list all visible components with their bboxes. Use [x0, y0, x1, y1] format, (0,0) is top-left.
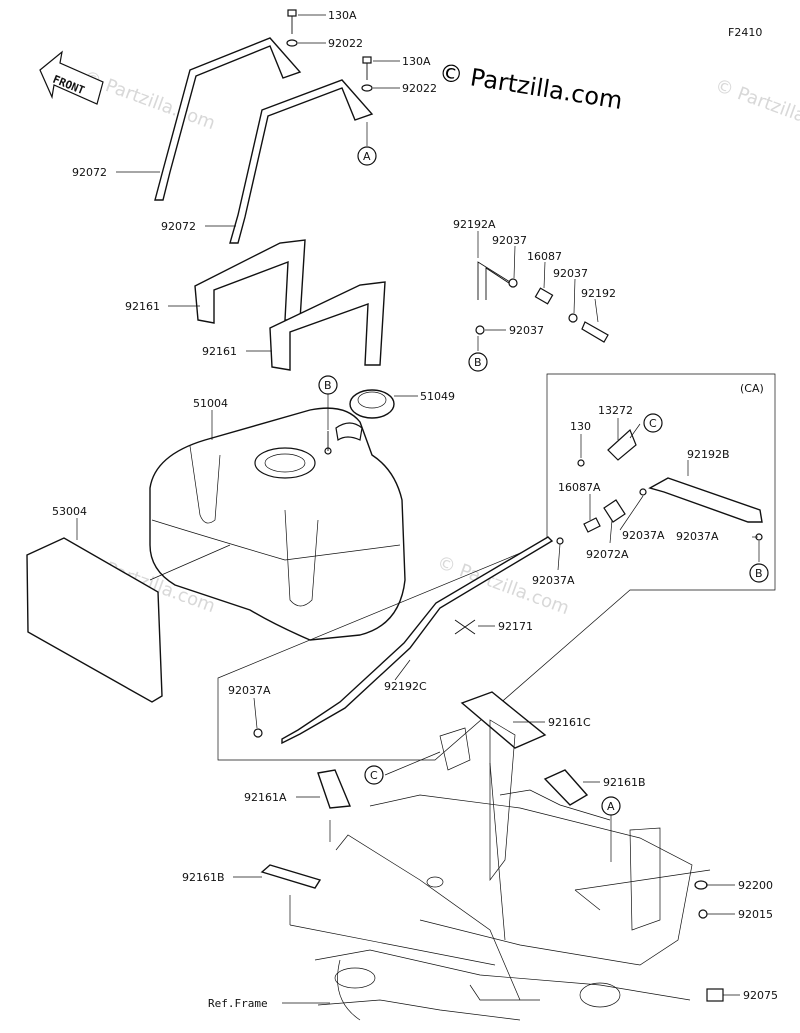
callout-51049: 51049	[420, 390, 455, 403]
pad-92161b-lower	[260, 864, 322, 889]
bolt-130a-left	[286, 9, 326, 47]
ref-marker-b-tank: B	[318, 375, 338, 395]
long-hose	[281, 536, 554, 745]
callout-92072a: 92072A	[586, 548, 629, 561]
pad-92161a	[317, 769, 352, 809]
callout-92161: 92161	[125, 300, 160, 313]
ref-marker-a-frame: A	[601, 796, 621, 816]
ref-letter: A	[607, 800, 615, 813]
callout-92192a: 92192A	[453, 218, 496, 231]
callout-92022: 92022	[328, 37, 363, 50]
callout-92037: 92037	[509, 324, 544, 337]
ref-letter: A	[363, 150, 371, 163]
breather-hose-set	[475, 261, 609, 343]
callout-16087a: 16087A	[558, 481, 601, 494]
ref-letter: B	[324, 379, 332, 392]
ref-marker-b-hose: B	[468, 352, 488, 372]
clamp-92037a-lower	[253, 728, 263, 738]
ref-marker-c-ca: C	[643, 413, 663, 433]
callout-130: 130	[570, 420, 591, 433]
callout-16087: 16087	[527, 250, 562, 263]
front-arrow-icon: FRONT	[39, 50, 104, 105]
ghost-watermark-1: © Partzilla.com	[80, 67, 218, 134]
tank-strap-front	[154, 37, 302, 201]
watermark: © Partzilla.com	[437, 58, 624, 115]
callout-130a: 130A	[402, 55, 431, 68]
ref-marker-a-top: A	[357, 146, 377, 166]
pad-92161b-upper	[543, 769, 589, 806]
callout-92192: 92192	[581, 287, 616, 300]
callout-92015: 92015	[738, 908, 773, 921]
ca-label: (CA)	[740, 382, 764, 395]
callout-92037a: 92037A	[622, 529, 665, 542]
callout-92161c: 92161C	[548, 716, 591, 729]
callout-92072: 92072	[161, 220, 196, 233]
ref-frame-label: Ref.Frame	[208, 997, 268, 1010]
callout-92037: 92037	[553, 267, 588, 280]
ref-letter: B	[474, 356, 482, 369]
ref-letter: C	[370, 769, 378, 782]
callout-92200: 92200	[738, 879, 773, 892]
callout-92161b: 92161B	[182, 871, 225, 884]
nut-92015	[698, 909, 708, 919]
callout-51004: 51004	[193, 397, 228, 410]
callout-92022: 92022	[402, 82, 437, 95]
callout-92171: 92171	[498, 620, 533, 633]
washer-92200	[694, 880, 708, 890]
callout-92192c: 92192C	[384, 680, 427, 693]
ref-marker-b-ca: B	[749, 563, 769, 583]
callout-13272: 13272	[598, 404, 633, 417]
callout-92161a: 92161A	[244, 791, 287, 804]
ref-letter: C	[649, 417, 657, 430]
callout-92075: 92075	[743, 989, 778, 1002]
callout-92037a: 92037A	[676, 530, 719, 543]
callout-92161: 92161	[202, 345, 237, 358]
callout-92037a: 92037A	[532, 574, 575, 587]
figure-id: F2410	[728, 26, 762, 39]
ca-box	[217, 373, 776, 761]
cap-92075	[706, 988, 724, 1002]
callout-labels: 130A 92022 130A 92022 92072 92072 92161 …	[52, 9, 778, 1010]
callout-92192b: 92192B	[687, 448, 730, 461]
tank-strap-rear	[229, 79, 374, 244]
callout-53004: 53004	[52, 505, 87, 518]
leader-lines	[76, 122, 760, 1004]
callout-92072: 92072	[72, 166, 107, 179]
ref-letter: B	[755, 567, 763, 580]
bolt-130a-right	[361, 56, 400, 92]
tank-pad-rear	[269, 281, 386, 371]
ghost-watermark-4: © Partzilla.com	[712, 75, 800, 142]
callout-92037a: 92037A	[228, 684, 271, 697]
callout-92161b: 92161B	[603, 776, 646, 789]
heat-shield	[26, 537, 163, 703]
fuel-tank	[149, 407, 406, 641]
fuel-cap	[335, 389, 418, 442]
pad-92161c	[460, 691, 547, 749]
tank-pad-front	[194, 239, 306, 324]
canister-bracket	[556, 428, 763, 545]
callout-130a: 130A	[328, 9, 357, 22]
callout-92037: 92037	[492, 234, 527, 247]
hose-clamp	[454, 619, 476, 635]
chassis-frame	[314, 719, 693, 1021]
ref-marker-c-frame: C	[364, 765, 384, 785]
